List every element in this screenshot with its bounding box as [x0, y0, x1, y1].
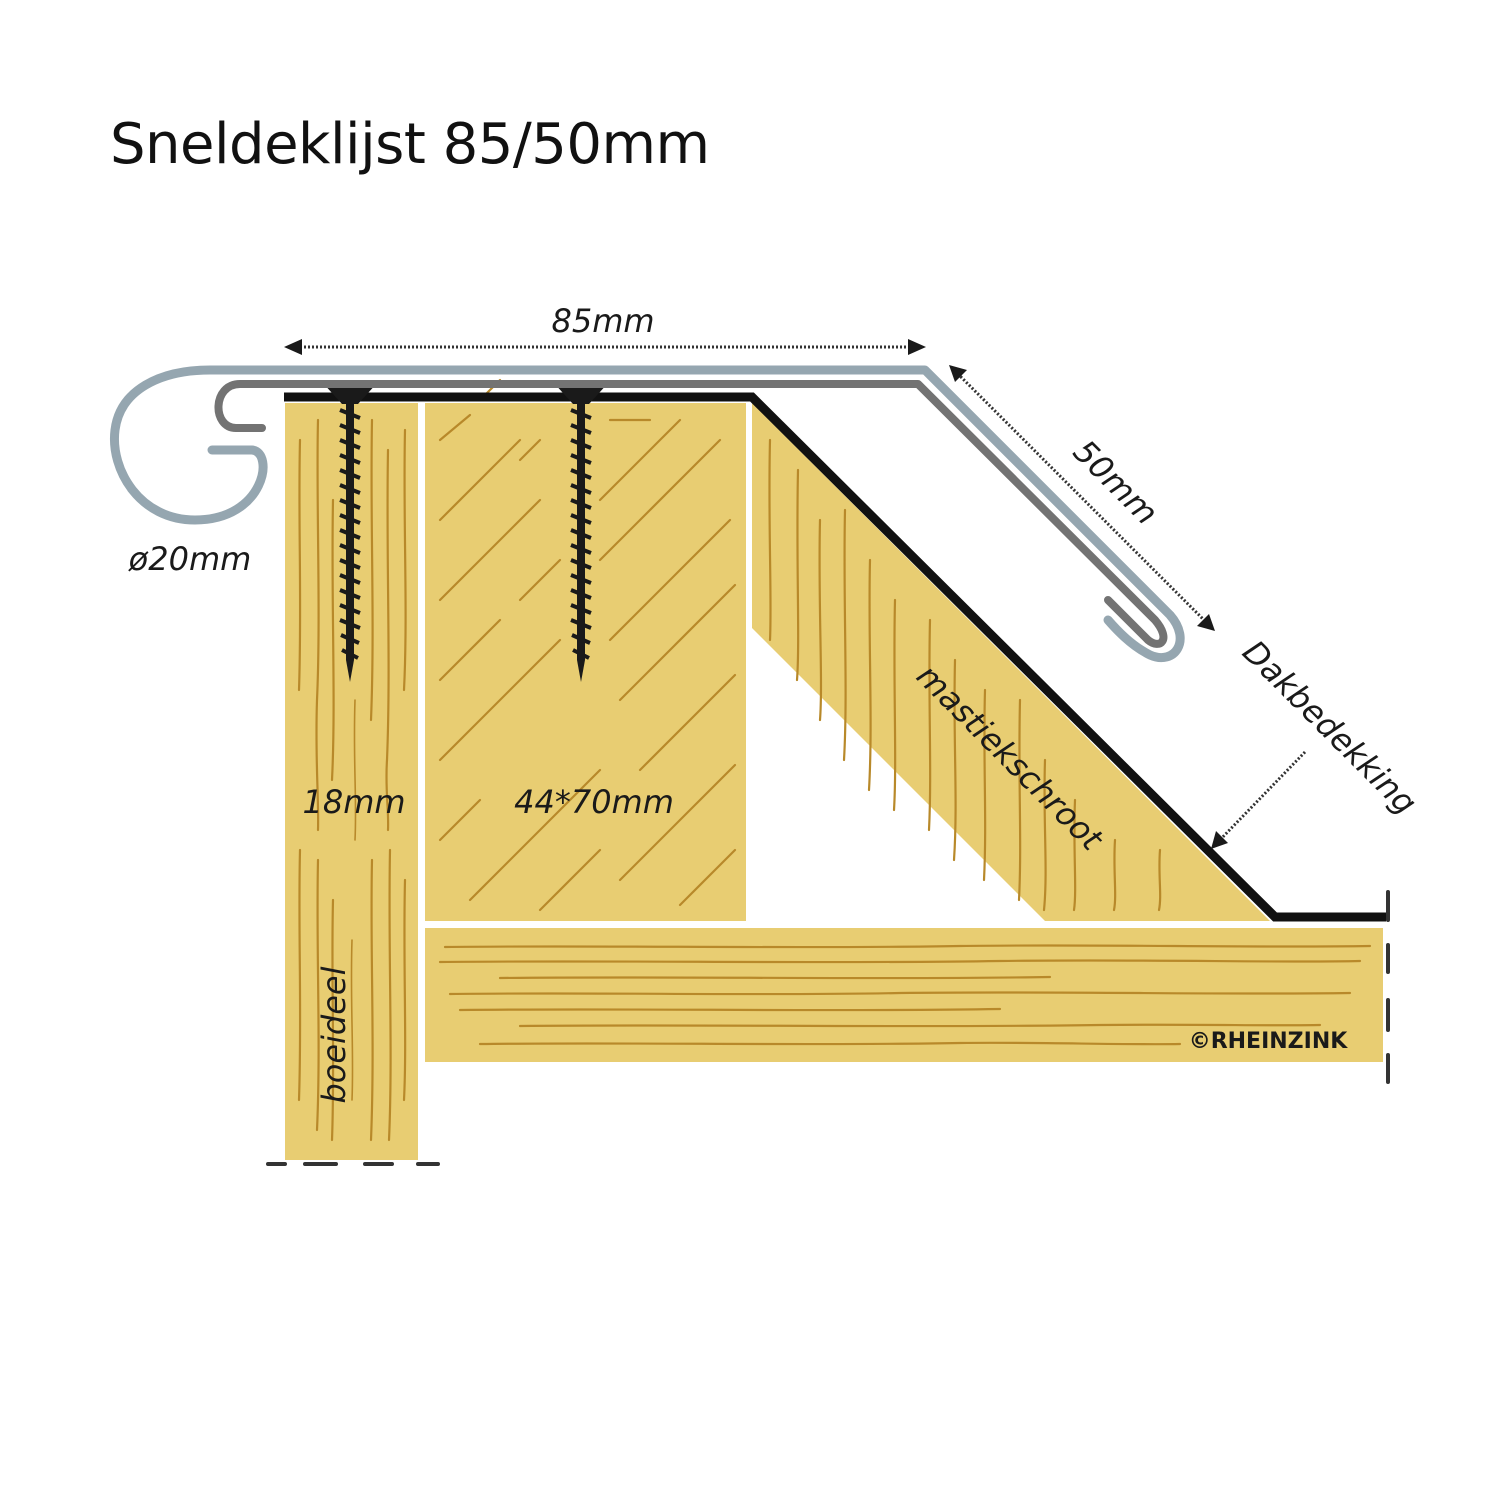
plank-grain	[438, 944, 1372, 1046]
copyright-rheinzink: ©RHEINZINK	[1189, 1029, 1349, 1054]
fascia-grain	[297, 418, 407, 1142]
label-boeideel: boeideel	[315, 966, 353, 1103]
label-dakbedekking: Dakbedekking	[1235, 633, 1424, 822]
label-18mm: 18mm	[302, 783, 405, 821]
fillet-grain	[768, 438, 1162, 912]
page-title: Sneldeklijst 85/50mm	[110, 112, 710, 177]
zinc-profile	[109, 365, 1185, 662]
label-85mm: 85mm	[551, 302, 654, 340]
dimension-50mm	[949, 365, 1215, 631]
beam-grain	[438, 378, 737, 912]
bottom-plank	[425, 890, 1390, 1084]
label-diameter: ø20mm	[128, 540, 252, 578]
fillet-mastiekschroot	[752, 403, 1270, 921]
dimension-85mm	[284, 339, 926, 355]
label-50mm: 50mm	[1066, 432, 1166, 532]
beam-44x70	[425, 378, 746, 921]
roofing-pointer-arrow	[1211, 750, 1307, 849]
roofing-membrane	[284, 392, 1386, 922]
screw-left	[322, 382, 378, 682]
label-beam-size: 44*70mm	[514, 783, 674, 821]
